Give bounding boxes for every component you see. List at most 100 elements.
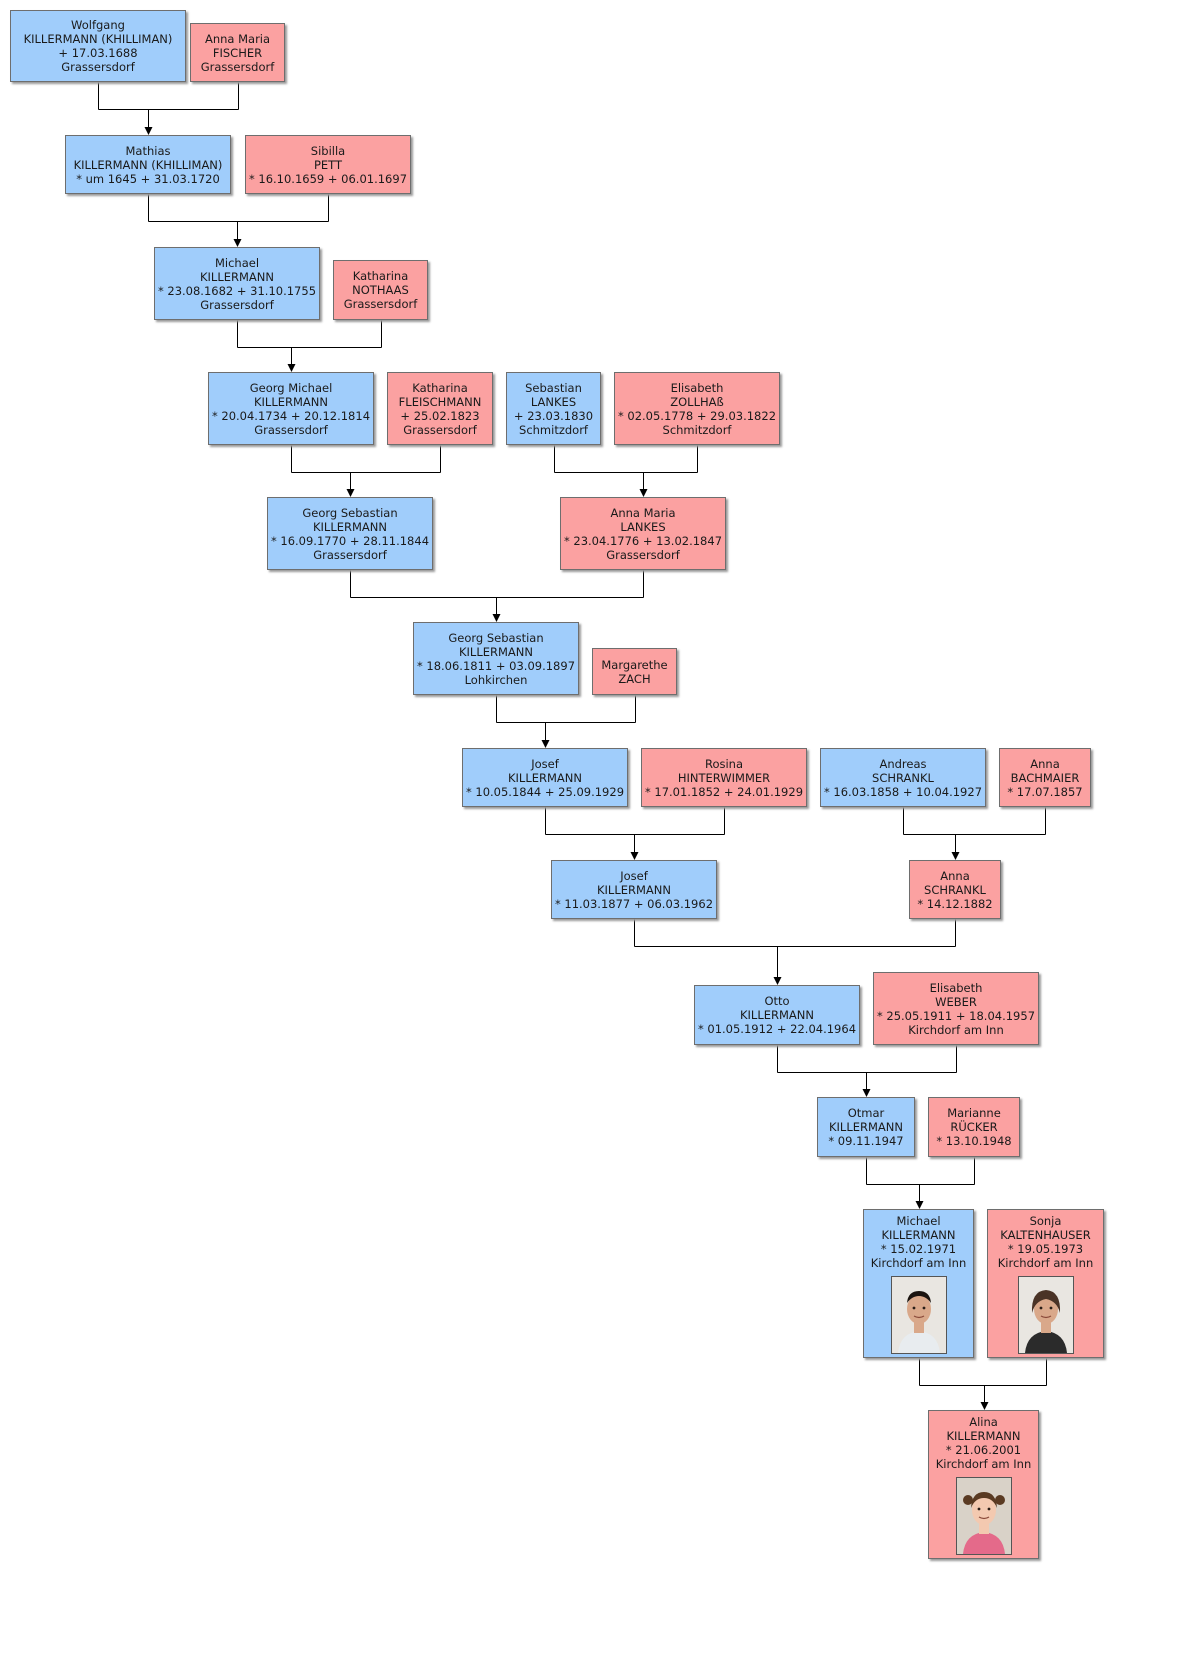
arrow-head (639, 489, 648, 497)
person-line: + 25.02.1823 (400, 408, 480, 423)
person-line: Kirchdorf am Inn (997, 1255, 1094, 1270)
person-line: Anna Maria (610, 505, 676, 520)
arrow-head (144, 127, 153, 135)
person-line: KALTENHAUSER (1000, 1227, 1091, 1242)
person-line: * 23.04.1776 + 13.02.1847 (563, 533, 723, 548)
person-line: Georg Sebastian (302, 505, 398, 520)
child-portrait-photo (955, 1476, 1012, 1555)
person-line: KILLERMANN (459, 644, 533, 659)
person-line: Margarethe (601, 657, 668, 672)
person-line: * 19.05.1973 (1007, 1241, 1084, 1256)
person-line: WEBER (935, 994, 977, 1009)
person-line: Sebastian (525, 380, 582, 395)
person-line: * 10.05.1844 + 25.09.1929 (465, 784, 625, 799)
person-line: * 16.10.1659 + 06.01.1697 (248, 171, 408, 186)
person-line: Otto (764, 994, 790, 1008)
person-line: HINTERWIMMER (677, 770, 771, 785)
person-line: * 18.06.1811 + 03.09.1897 (416, 658, 576, 673)
person-line: Georg Michael (249, 380, 333, 395)
arrow-head (980, 1402, 989, 1410)
person-line: KILLERMANN (KHILLIMAN) (23, 32, 173, 46)
person-line: Grassersdorf (343, 297, 418, 311)
person-line: FISCHER (212, 45, 263, 60)
person-line: * 21.06.2001 (945, 1442, 1022, 1457)
person-line: * 17.01.1852 + 24.01.1929 (644, 784, 804, 799)
person-line: ZOLLHAß (670, 394, 724, 409)
person-line: Lohkirchen (464, 672, 528, 687)
arrow-head (346, 489, 355, 497)
person-line: Alina (969, 1414, 998, 1429)
man-portrait-photo (890, 1275, 947, 1354)
person-line: KILLERMANN (829, 1120, 903, 1134)
person-line: Sibilla (310, 143, 346, 158)
person-line: KILLERMANN (946, 1428, 1021, 1443)
person-line: KILLERMANN (508, 770, 582, 785)
person-line: Kirchdorf am Inn (870, 1255, 967, 1270)
person-line: Grassersdorf (200, 59, 275, 74)
person-line: + 17.03.1688 (58, 46, 138, 60)
person-line: Grassersdorf (313, 547, 387, 562)
arrow-head (773, 977, 782, 985)
person-line: Anna (1030, 756, 1060, 771)
person-line: SCHRANKL (872, 770, 934, 785)
person-line: FLEISCHMANN (398, 394, 482, 409)
person-line: * 16.03.1858 + 10.04.1927 (823, 784, 983, 799)
person-line: Grassersdorf (200, 297, 274, 312)
person-line: Anna Maria (204, 31, 271, 46)
person-line: Michael (214, 255, 260, 270)
person-line: Kirchdorf am Inn (935, 1456, 1032, 1471)
arrow-head (862, 1089, 871, 1097)
person-line: KILLERMANN (KHILLIMAN) (73, 157, 223, 172)
person-line: Josef (620, 868, 648, 883)
person-line: ZACH (618, 671, 651, 686)
arrow-head (492, 614, 501, 622)
person-line: Schmitzdorf (662, 422, 732, 437)
person-line: KILLERMANN (200, 269, 274, 284)
person-line: * 23.08.1682 + 31.10.1755 (157, 283, 317, 298)
person-line: Kirchdorf am Inn (908, 1022, 1004, 1037)
person-line: Sonja (1029, 1213, 1062, 1228)
person-line: * 15.02.1971 (880, 1241, 957, 1256)
person-line: NOTHAAS (352, 283, 409, 297)
arrow-head (951, 852, 960, 860)
person-line: KILLERMANN (740, 1008, 814, 1022)
person-line: * 13.10.1948 (936, 1134, 1012, 1148)
person-line: LANKES (620, 519, 666, 534)
arrow-head (541, 740, 550, 748)
person-line: * 01.05.1912 + 22.04.1964 (697, 1022, 857, 1036)
person-line: BACHMAIER (1010, 770, 1080, 785)
person-line: * 11.03.1877 + 06.03.1962 (554, 896, 714, 911)
person-line: Mathias (125, 143, 171, 158)
person-line: KILLERMANN (254, 394, 328, 409)
person-line: Grassersdorf (606, 547, 680, 562)
person-line: * um 1645 + 31.03.1720 (76, 171, 220, 186)
